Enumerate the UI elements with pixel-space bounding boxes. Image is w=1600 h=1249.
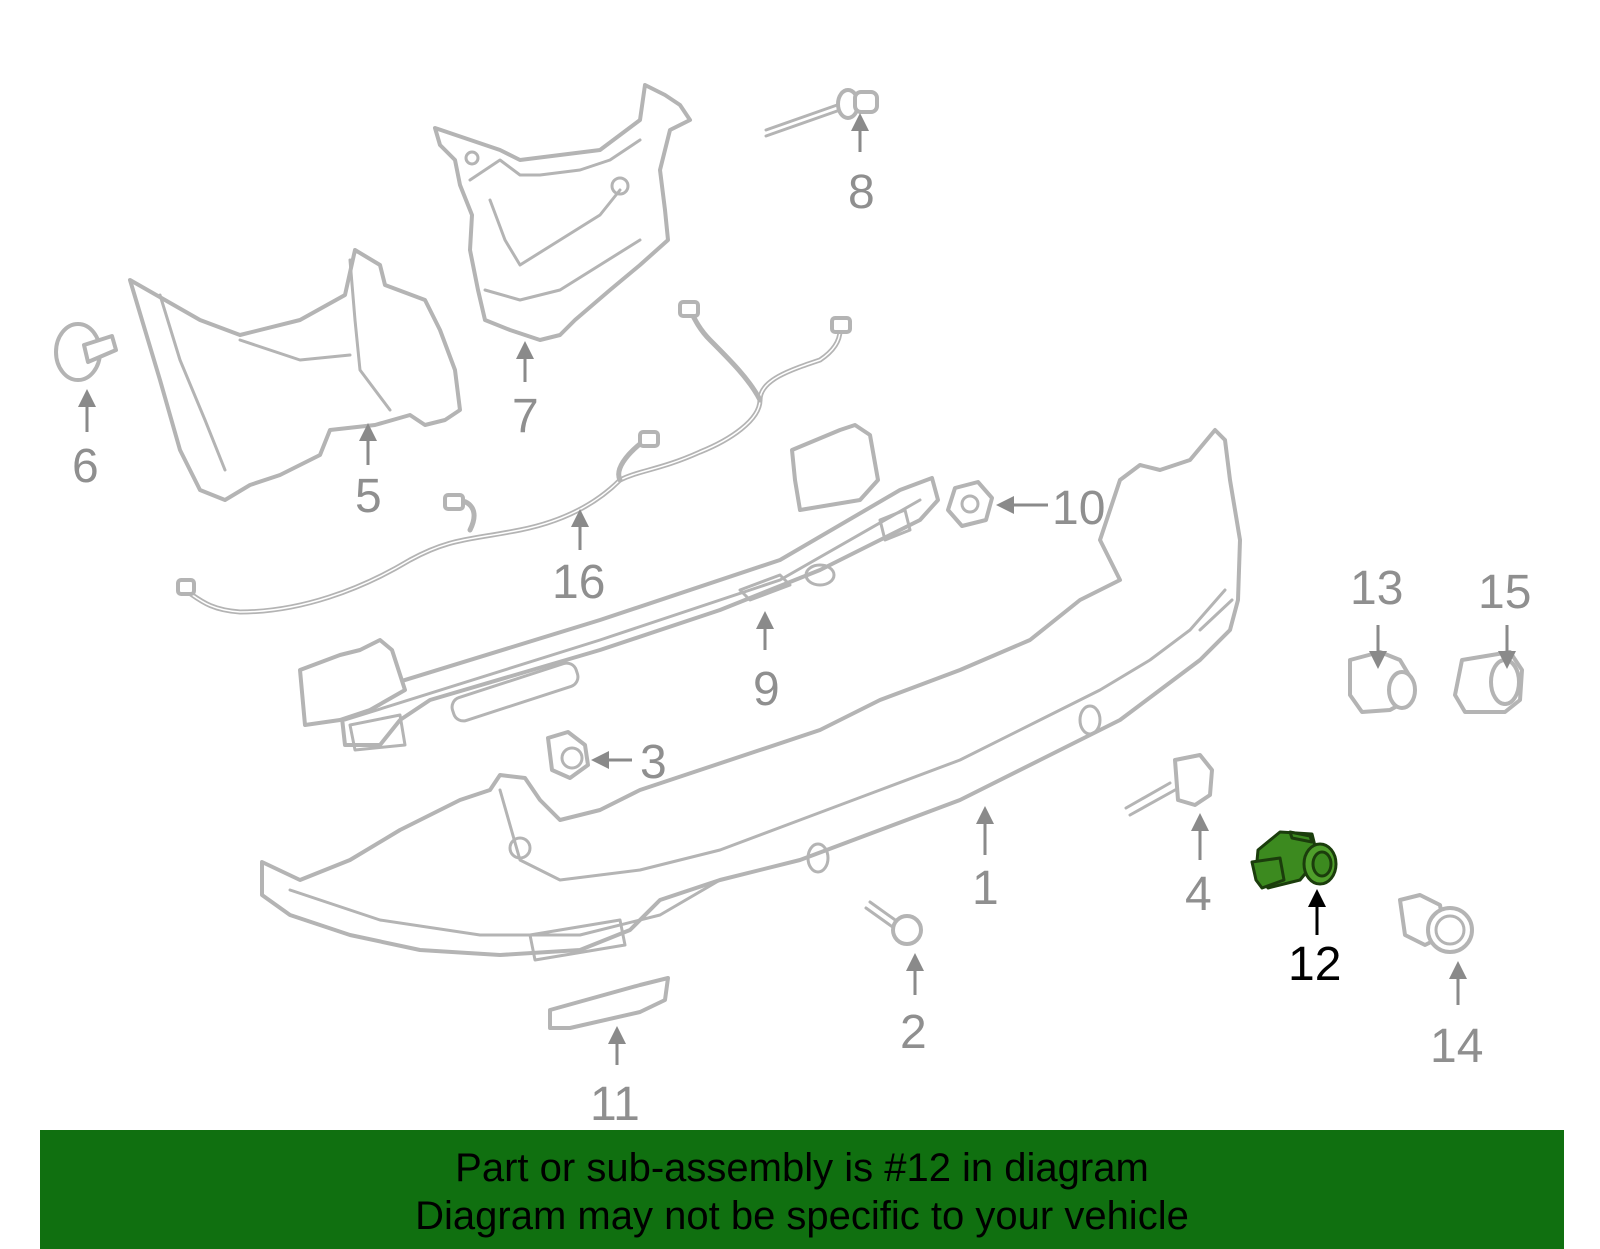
part-11-reflector (548, 976, 670, 1030)
banner-line-2: Diagram may not be specific to your vehi… (415, 1194, 1189, 1238)
callout-5: 5 (355, 470, 382, 523)
part-16-harness (176, 300, 852, 615)
part-15-bezel (1453, 650, 1524, 714)
callout-7: 7 (512, 390, 539, 443)
parts-diagram: 8 7 6 5 10 16 9 3 1 4 2 11 13 15 14 12 (54, 83, 1531, 1130)
part-10-nut (946, 480, 994, 528)
callout-3: 3 (640, 736, 667, 789)
part-1-bumper-cover (260, 428, 1242, 962)
info-banner: Part or sub-assembly is #12 in diagram D… (40, 1130, 1564, 1249)
part-8-pin (764, 88, 879, 138)
callout-labels: 8 7 6 5 10 16 9 3 1 4 2 11 13 15 14 12 (72, 166, 1531, 1130)
part-2-screw (864, 900, 923, 946)
part-14-retainer (1398, 893, 1474, 954)
part-9-beam (298, 423, 940, 752)
callout-15: 15 (1478, 566, 1531, 619)
callout-2: 2 (900, 1006, 927, 1059)
part-12-parking-sensor (1250, 830, 1338, 890)
callout-11: 11 (590, 1078, 640, 1130)
part-7-bracket (433, 83, 692, 342)
part-3-clip (546, 730, 590, 780)
callout-10: 10 (1052, 482, 1105, 535)
callout-9: 9 (753, 663, 780, 716)
callout-16: 16 (552, 556, 605, 609)
callout-8: 8 (848, 166, 875, 219)
part-5-shield (128, 248, 462, 502)
callout-12: 12 (1288, 938, 1341, 991)
callout-6: 6 (72, 440, 99, 493)
part-6-clip (54, 322, 118, 382)
callout-arrows (78, 113, 1516, 1065)
part-4-cap (1124, 753, 1214, 817)
part-13-sensor (1348, 650, 1417, 714)
callout-4: 4 (1185, 868, 1212, 921)
callout-1: 1 (972, 862, 999, 915)
callout-14: 14 (1430, 1020, 1483, 1073)
banner-line-1: Part or sub-assembly is #12 in diagram (455, 1146, 1149, 1190)
callout-13: 13 (1350, 562, 1403, 615)
